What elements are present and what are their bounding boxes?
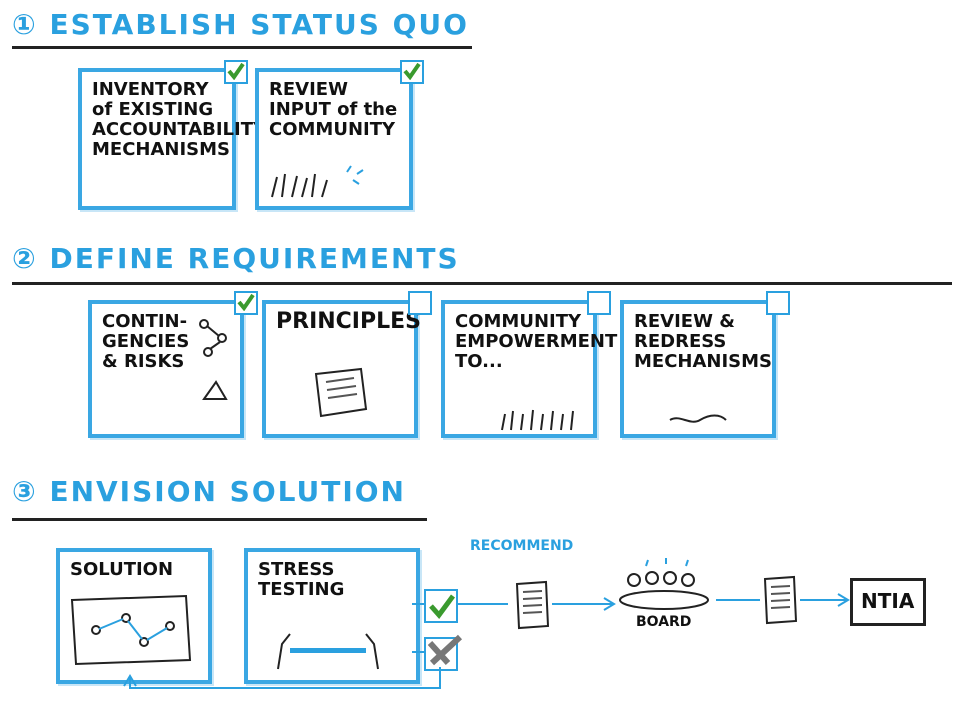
check-icon xyxy=(429,594,456,619)
card-principles-checkbox[interactable] xyxy=(408,291,432,315)
card-solution-label: SOLUTION xyxy=(70,559,174,580)
card-review-redress[interactable]: REVIEW & REDRESS MECHANISMS xyxy=(620,300,776,438)
x-mark-icon xyxy=(427,634,463,666)
network-icon xyxy=(199,319,228,400)
card-contingencies-label: CONTIN- GENCIES & RISKS xyxy=(102,311,190,372)
scroll-icon xyxy=(314,367,368,418)
map-icon xyxy=(70,594,192,666)
card-contingencies-checkbox[interactable] xyxy=(234,291,258,315)
check-icon xyxy=(227,62,245,80)
card-principles[interactable]: PRINCIPLES xyxy=(262,300,422,438)
card-principles-label: PRINCIPLES xyxy=(276,309,422,334)
board-table-icon xyxy=(619,558,709,610)
squiggle-icon xyxy=(669,414,727,423)
card-stress-testing[interactable]: STRESS TESTING xyxy=(244,548,420,684)
card-stress-testing-label: STRESS TESTING xyxy=(258,559,345,600)
section-3-rule xyxy=(12,518,427,521)
ntia-label: NTIA xyxy=(861,589,915,613)
document-icon xyxy=(515,580,550,630)
accept-box[interactable] xyxy=(424,589,458,623)
document-icon xyxy=(763,575,798,625)
card-review-input-label: REVIEW INPUT of the COMMUNITY xyxy=(269,79,398,140)
card-inventory-label: INVENTORY of EXISTING ACCOUNTABILITY MEC… xyxy=(92,79,267,160)
section-3-title: ③ ENVISION SOLUTION xyxy=(12,475,406,508)
card-review-input-checkbox[interactable] xyxy=(400,60,424,84)
section-1-rule xyxy=(12,46,472,49)
ntia-box[interactable]: NTIA xyxy=(850,578,926,626)
card-contingencies[interactable]: CONTIN- GENCIES & RISKS xyxy=(88,300,244,438)
section-1-title: ① ESTABLISH STATUS QUO xyxy=(12,8,469,41)
section-2-rule xyxy=(12,282,952,285)
community-hands-icon xyxy=(271,165,364,198)
reject-box[interactable] xyxy=(424,634,463,671)
card-community-empowerment[interactable]: COMMUNITY EMPOWERMENT TO... xyxy=(441,300,618,438)
check-icon xyxy=(237,293,255,311)
recommend-label: RECOMMEND xyxy=(470,538,574,554)
card-inventory[interactable]: INVENTORY of EXISTING ACCOUNTABILITY MEC… xyxy=(78,68,267,210)
card-solution[interactable]: SOLUTION xyxy=(56,548,212,684)
board-label: BOARD xyxy=(636,614,692,630)
stretch-test-icon xyxy=(277,633,379,670)
card-review-redress-checkbox[interactable] xyxy=(766,291,790,315)
card-review-redress-label: REVIEW & REDRESS MECHANISMS xyxy=(634,311,773,372)
card-review-input[interactable]: REVIEW INPUT of the COMMUNITY xyxy=(255,68,413,210)
card-inventory-checkbox[interactable] xyxy=(224,60,248,84)
card-community-empowerment-label: COMMUNITY EMPOWERMENT TO... xyxy=(455,311,618,372)
section-2-title: ② DEFINE REQUIREMENTS xyxy=(12,242,460,275)
card-community-empowerment-checkbox[interactable] xyxy=(587,291,611,315)
check-icon xyxy=(403,62,421,80)
crowd-icon xyxy=(501,409,574,431)
